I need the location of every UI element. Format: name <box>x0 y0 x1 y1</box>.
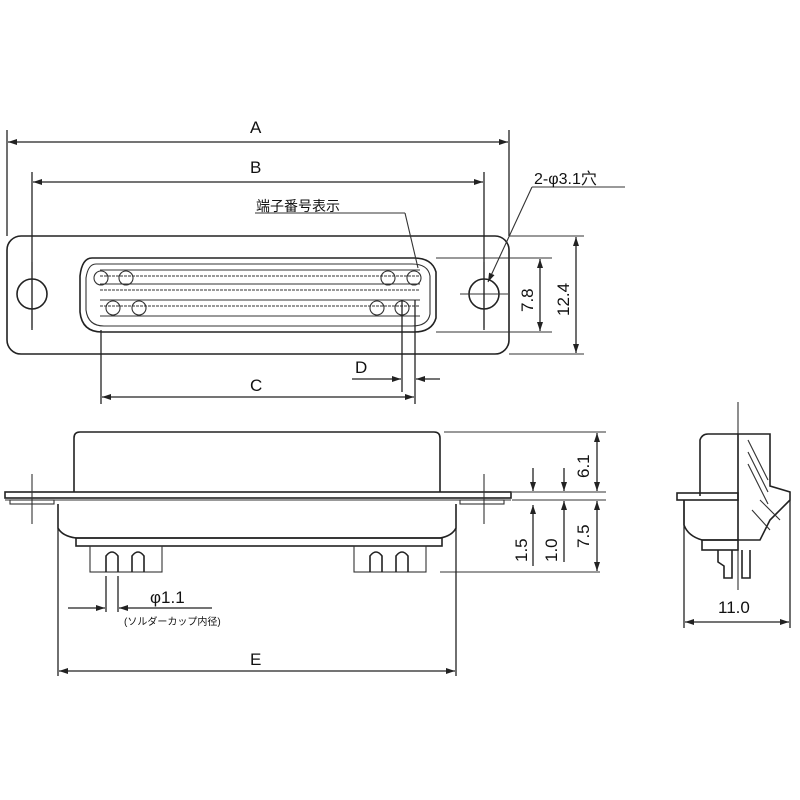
height-inner-label: 7.8 <box>518 288 537 312</box>
flange-1-label: 1.5 <box>512 538 531 562</box>
flange-plate <box>4 491 512 499</box>
side-width-label: 11.0 <box>718 598 750 617</box>
dim-c-label: C <box>250 376 263 395</box>
terminal-number-note: 端子番号表示 <box>256 198 340 214</box>
shell-outline <box>79 257 437 333</box>
shell-body <box>73 431 441 492</box>
dim-a-label: A <box>250 118 262 137</box>
hole-note: 2-φ3.1穴 <box>534 171 597 188</box>
top-view <box>4 431 606 676</box>
front-view <box>6 130 625 404</box>
top-height-label: 6.1 <box>574 454 593 478</box>
dim-d-label: D <box>355 358 368 377</box>
solder-cups-right <box>353 545 427 573</box>
cup-diameter-label: φ1.1 <box>150 588 185 607</box>
bottom-height-label: 7.5 <box>574 524 593 548</box>
flange-outline <box>6 235 510 355</box>
flange-2-label: 1.0 <box>542 538 561 562</box>
height-outer-label: 12.4 <box>554 282 573 316</box>
side-view <box>676 402 791 628</box>
cup-note-label: (ソルダーカップ内径) <box>124 617 221 628</box>
dim-b-label: B <box>250 158 262 177</box>
rear-body <box>57 504 457 539</box>
solder-cups-left <box>89 545 163 573</box>
dim-e-label: E <box>250 650 262 669</box>
